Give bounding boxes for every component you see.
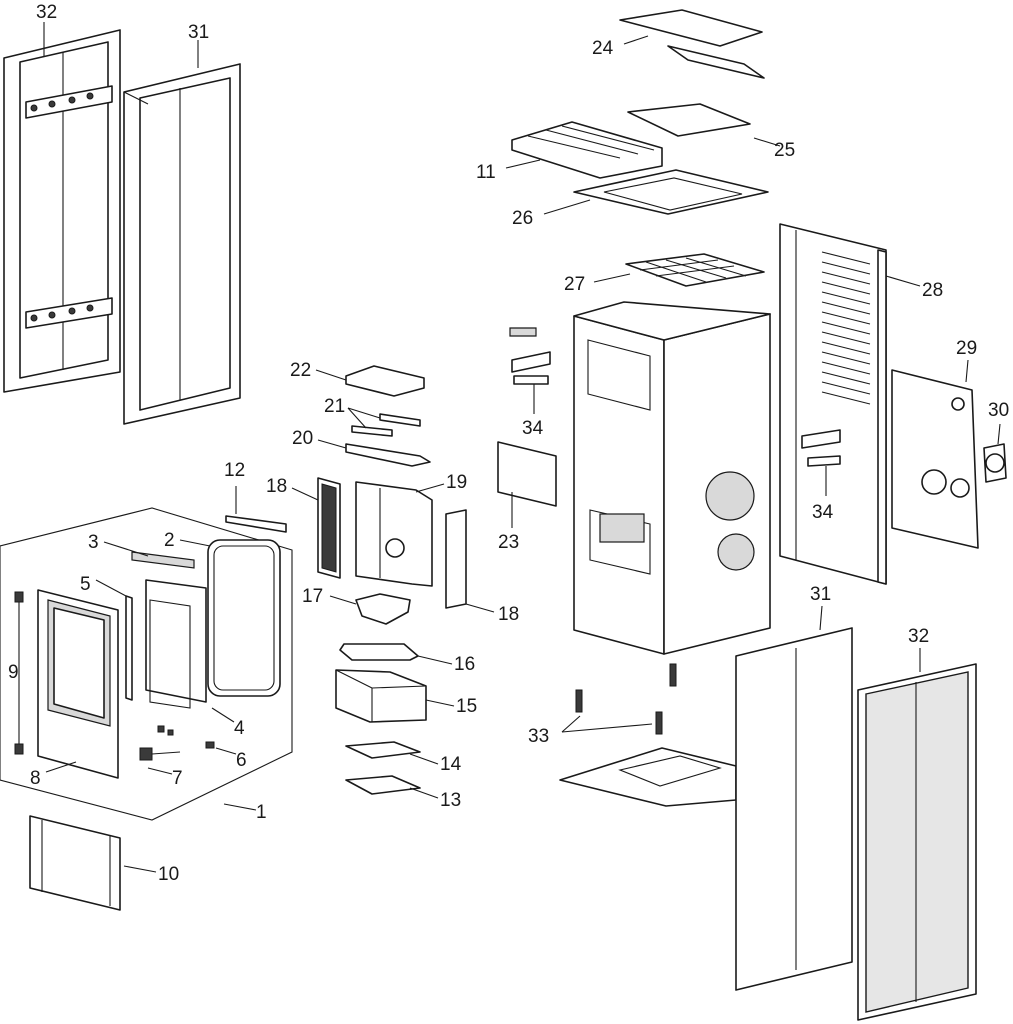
main-body-chassis [573, 301, 771, 655]
part-34-brackets-right [801, 429, 841, 467]
callout-6: 6 [236, 750, 247, 771]
callout-33: 33 [528, 726, 549, 747]
part-23-access-panel [497, 441, 557, 507]
callout-8: 8 [30, 768, 41, 789]
part-21-bar-a [379, 413, 421, 427]
callout-19: 19 [446, 472, 467, 493]
callout-13: 13 [440, 790, 461, 811]
callout-31-bottom: 31 [810, 584, 831, 605]
callout-18-left: 18 [266, 476, 287, 497]
part-1-door-assembly [0, 507, 293, 821]
callout-18-right: 18 [498, 604, 519, 625]
callout-12: 12 [224, 460, 245, 481]
part-17-burn-pot [355, 593, 411, 625]
callout-5: 5 [80, 574, 91, 595]
callout-25: 25 [774, 140, 795, 161]
part-18-side-liner-left [317, 477, 341, 579]
callout-4: 4 [234, 718, 245, 739]
part-31-front-panel-lower [735, 627, 853, 991]
part-11-grille [511, 121, 663, 179]
part-30-flange [983, 443, 1007, 483]
part-32-side-panel-frame [3, 29, 121, 393]
callout-2: 2 [164, 530, 175, 551]
callout-7: 7 [172, 768, 183, 789]
part-12-rail [225, 515, 287, 533]
callout-1: 1 [256, 802, 267, 823]
callout-34-right: 34 [812, 502, 834, 523]
callout-15: 15 [456, 696, 477, 717]
callout-28: 28 [922, 280, 943, 301]
part-15-ash-pan [335, 669, 427, 723]
part-28-back-panel [779, 223, 887, 585]
callout-22: 22 [290, 360, 311, 381]
callout-10: 10 [158, 864, 179, 885]
part-21-bar-b [351, 425, 393, 437]
callout-21: 21 [324, 396, 345, 417]
callout-23: 23 [498, 532, 519, 553]
callout-24: 24 [592, 38, 614, 59]
callout-3: 3 [88, 532, 99, 553]
part-19-heat-exchanger [355, 481, 433, 587]
part-25-top-plate [627, 103, 751, 137]
part-16-gasket [339, 643, 419, 661]
part-13-frame [345, 775, 421, 795]
part-20-baffle [345, 443, 431, 467]
part-29-rear-plate [891, 369, 979, 549]
part-18-side-liner-right [445, 509, 467, 609]
part-26-top-frame [573, 169, 769, 215]
part-22-plate [345, 365, 425, 397]
part-33-screws [575, 663, 677, 735]
callout-31-top: 31 [188, 22, 209, 43]
leader-lines [43, 22, 1001, 873]
part-34-brackets-left [509, 327, 551, 385]
part-32-glass-panel-lower [857, 663, 977, 1021]
callout-14: 14 [440, 754, 462, 775]
callout-26: 26 [512, 208, 533, 229]
callout-16: 16 [454, 654, 475, 675]
callout-29: 29 [956, 338, 977, 359]
part-27-mesh [625, 253, 765, 287]
callout-labels: 32 31 24 25 11 26 27 28 29 30 22 21 20 3… [8, 2, 1009, 885]
part-24-top-cover [619, 9, 765, 79]
part-base-plate [559, 747, 737, 807]
callout-20: 20 [292, 428, 313, 449]
part-10-lower-panel [29, 815, 121, 911]
callout-34-left: 34 [522, 418, 544, 439]
callout-17: 17 [302, 586, 323, 607]
callout-27: 27 [564, 274, 585, 295]
part-14-plate [345, 741, 421, 759]
callout-11: 11 [476, 162, 496, 183]
callout-9: 9 [8, 662, 19, 683]
callout-32-bottom: 32 [908, 626, 929, 647]
callout-30: 30 [988, 400, 1009, 421]
part-31-front-panel [123, 63, 241, 425]
callout-32-top: 32 [36, 2, 57, 23]
